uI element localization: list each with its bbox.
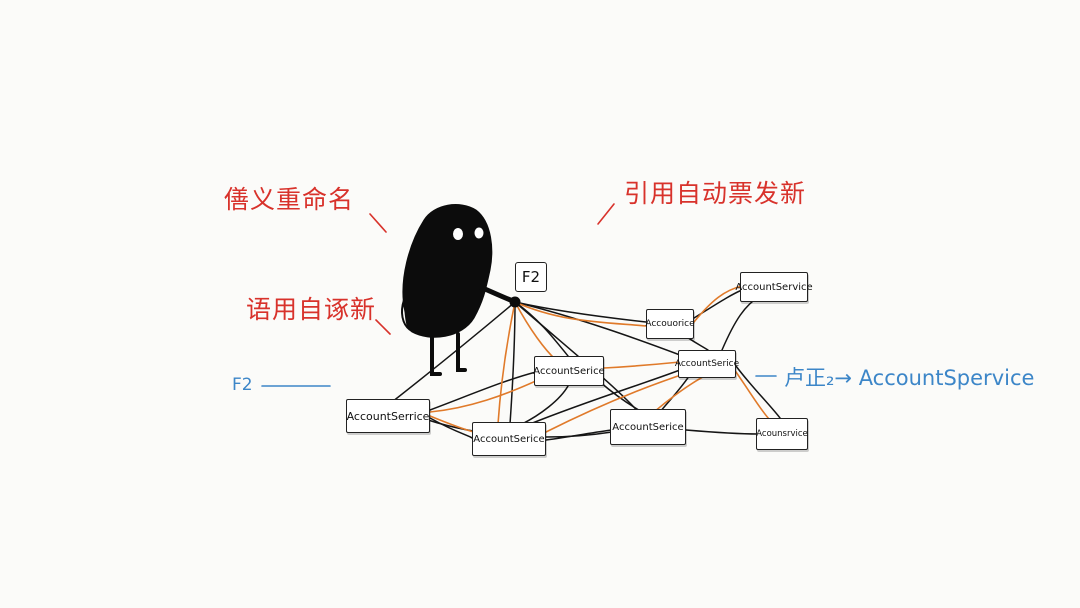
character-eye-right xyxy=(474,227,484,239)
link-hub-n6 xyxy=(509,301,516,425)
label-rename: 僐义重命名 xyxy=(224,185,355,214)
orange-n7-n4 xyxy=(653,371,713,413)
node-accouorice: Accouorice xyxy=(645,309,695,339)
node-accountserrice-left: AccountSerrice xyxy=(346,399,430,433)
character xyxy=(401,204,521,376)
leader-auto-update-left xyxy=(375,319,391,335)
link-n6-n4 xyxy=(529,369,681,425)
orange-hub-n2 xyxy=(514,301,647,327)
orange-n6-n4 xyxy=(545,371,691,433)
link-hub-n5 xyxy=(391,301,516,403)
leader-auto-update-top xyxy=(597,203,615,225)
orange-n3-n4 xyxy=(603,361,681,369)
node-accountserice-center: AccountSerice xyxy=(533,356,605,386)
character-eyes xyxy=(453,227,484,240)
node-accountserice-lower-middle: AccountSerice xyxy=(610,409,686,445)
character-eye-left xyxy=(453,228,463,240)
link-n5-n3 xyxy=(429,371,537,411)
link-n6-n7 xyxy=(545,429,613,441)
orange-n2-n1 xyxy=(693,285,743,323)
link-hub-n4 xyxy=(514,301,681,356)
label-f2: F2 xyxy=(232,375,253,395)
character-body xyxy=(402,204,493,338)
label-auto-update-left: 语用自诼新 xyxy=(246,295,377,324)
node-accountserice-right: AccountSerice xyxy=(675,350,739,378)
orange-n5-n3 xyxy=(429,379,539,413)
label-auto-update-top: 引用自动票发新 xyxy=(624,179,807,208)
label-rename-result: 卢正₂→ AccountSpervice xyxy=(784,366,1035,390)
node-accountserice-bottom: AccountSerice xyxy=(472,422,546,456)
link-n7-n8 xyxy=(685,429,759,435)
link-n3-n6 xyxy=(521,385,569,425)
link-n4-n1 xyxy=(721,295,761,351)
orange-n5-n6 xyxy=(429,415,475,433)
hub-dot xyxy=(509,296,521,308)
link-n4-n7 xyxy=(659,371,693,413)
character-hand xyxy=(401,299,411,331)
leader-rename xyxy=(369,213,387,233)
f2-key-box: F2 xyxy=(515,262,547,292)
orange-hub-n6 xyxy=(497,301,516,425)
orange-n4-n8 xyxy=(735,371,771,421)
link-n4-n8 xyxy=(735,365,781,419)
node-accountservice-top-right: AccountService xyxy=(735,272,813,302)
link-n5-n6 xyxy=(429,417,473,439)
character-leg-right xyxy=(456,332,467,372)
node-acounsrvice: Acounsrvice xyxy=(756,418,808,450)
character-leg-left xyxy=(430,332,442,376)
